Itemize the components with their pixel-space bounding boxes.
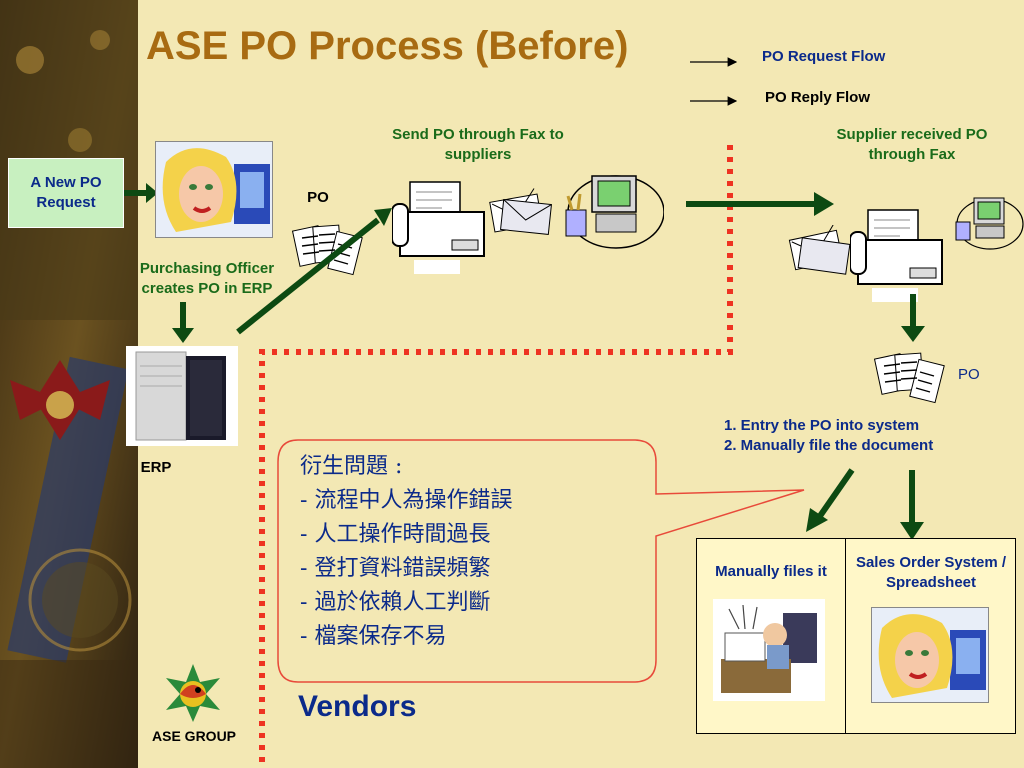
arrow-erp-to-fax <box>236 208 392 335</box>
issue-item: - 過於依賴人工判斷 <box>300 590 491 615</box>
send-fax-label: Send PO through Fax to suppliers <box>392 126 564 163</box>
arrow-fax-to-supplier <box>686 192 834 216</box>
stressed-worker-image <box>713 599 825 701</box>
erp-server-image <box>126 346 238 446</box>
erp-label: ERP <box>140 459 172 476</box>
woman-computer-icon <box>156 142 272 237</box>
sales-order-woman-image <box>871 607 989 703</box>
medal-cross-icon <box>10 360 110 440</box>
server-icon <box>135 351 226 441</box>
process-steps: 1. Entry the PO into system 2. Manually … <box>724 416 933 456</box>
issue-item: - 人工操作時間過長 <box>300 522 491 547</box>
outcomes-table: Manually files it Sales Order System / S… <box>696 538 1016 734</box>
sales-order-label: Sales Order System / Spreadsheet <box>855 554 1007 591</box>
fax-machine-icon <box>850 209 943 302</box>
step-entry: 1. Entry the PO into system <box>724 417 920 434</box>
arrow-officer-to-erp <box>172 302 194 343</box>
fax-machine-icon <box>392 181 485 274</box>
issue-item: - 登打資料錯誤頻繁 <box>300 556 491 581</box>
issues-callout: 衍生問題 : - 流程中人為操作錯誤 - 人工操作時間過長 - 登打資料錯誤頻繁… <box>300 450 640 654</box>
step-file: 2. Manually file the document <box>724 437 934 454</box>
arrow-fax-to-po <box>901 294 925 342</box>
issues-heading: 衍生問題 : <box>300 454 403 479</box>
po-right-label: PO <box>958 366 980 383</box>
ase-logo-text: ASE GROUP <box>152 728 237 744</box>
new-po-request-label: A New PO Request <box>30 174 102 211</box>
envelopes-icon <box>489 188 552 235</box>
envelopes-icon <box>788 225 851 275</box>
computer-icon <box>565 175 664 249</box>
supplier-received-label: Supplier received PO through Fax <box>836 126 988 163</box>
issues-callout-shape <box>277 439 805 683</box>
po-documents-icon <box>873 352 945 404</box>
arrow-to-officer <box>124 183 158 203</box>
arrows-to-outcomes <box>806 468 924 540</box>
woman-computer-icon <box>872 608 988 702</box>
po-left-label: PO <box>307 189 329 206</box>
purchasing-officer-image <box>155 141 273 238</box>
purchasing-officer-label: Purchasing Officer creates PO in ERP <box>139 260 275 297</box>
overworked-desk-icon <box>721 604 817 693</box>
page-title: ASE PO Process (Before) <box>146 24 629 68</box>
legend-request-label: PO Request Flow <box>762 48 886 65</box>
issue-item: - 流程中人為操作錯誤 <box>300 488 513 513</box>
computer-icon <box>955 197 1024 250</box>
legend-arrows <box>690 57 738 106</box>
legend-reply-label: PO Reply Flow <box>765 89 871 106</box>
ase-logo-icon <box>166 664 220 722</box>
manual-file-label: Manually files it <box>715 563 827 580</box>
new-po-request-box: A New PO Request <box>8 158 124 228</box>
issue-item: - 檔案保存不易 <box>300 624 447 649</box>
vendors-label: Vendors <box>298 690 417 723</box>
